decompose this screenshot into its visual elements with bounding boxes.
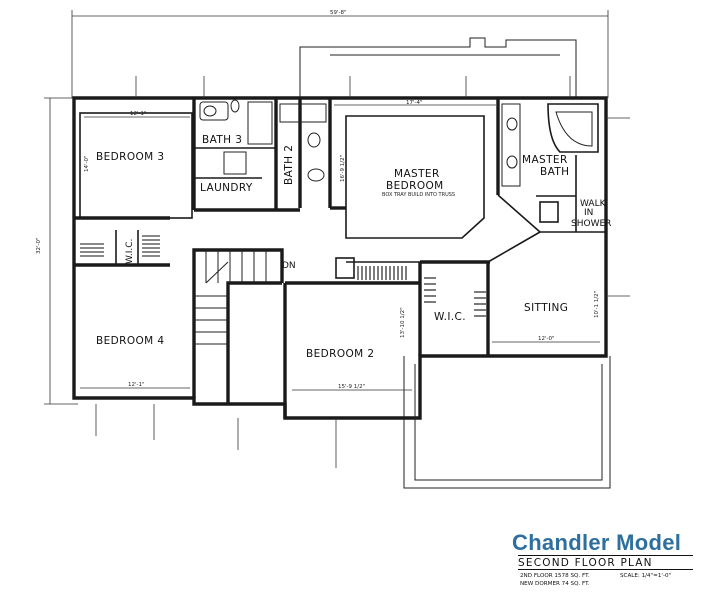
plan-subtitle: SECOND FLOOR PLAN: [518, 555, 693, 570]
overall-width-dimension: 59'-8": [71, 10, 609, 98]
roof-outline-top: [299, 37, 577, 97]
bedroom-2-depth-label: 13'-10 1/2": [400, 307, 406, 338]
sitting-depth-label: 10'-1 1/2": [594, 291, 600, 318]
wic-left-shelving: [80, 235, 160, 257]
bedroom-4-label: BEDROOM 4: [96, 335, 164, 347]
master-width-label: 17'-4": [406, 100, 423, 106]
master-depth-label: 16'-9 1/2": [340, 155, 346, 182]
laundry-label: LAUNDRY: [200, 182, 253, 194]
title-block: Chandler Model SECOND FLOOR PLAN: [512, 531, 708, 570]
model-title: Chandler Model: [512, 530, 682, 555]
bedroom-3-interior: [79, 112, 193, 219]
tray-note: BOX TRAY BUILD INTO TRUSS: [382, 192, 455, 198]
bedroom-2-width-label: 15'-9 1/2": [338, 384, 365, 390]
corner-tub: [547, 103, 599, 153]
master-tray-ceiling: [345, 115, 485, 239]
overall-depth-dimension: 32'-0": [36, 97, 78, 405]
bath-2-label: BATH 2: [283, 145, 295, 185]
master-bedroom-label-line2: BEDROOM: [386, 180, 444, 192]
lower-roof-outline: [403, 356, 611, 489]
walk-in-shower-line1: WALK: [580, 199, 607, 209]
wic-left-label: W.I.C.: [125, 239, 135, 264]
sitting-label: SITTING: [524, 302, 568, 314]
bedroom-2-label: BEDROOM 2: [306, 348, 374, 360]
master-bath-label-line2: BATH: [540, 166, 569, 178]
linen-closet: [335, 257, 355, 279]
overall-width-label: 59'-8": [330, 10, 347, 16]
bedroom-3-width-label: 12'-1": [130, 111, 147, 117]
walk-in-shower-line2: IN: [584, 208, 593, 218]
area-note-line1: 2ND FLOOR 1578 SQ. FT.: [520, 573, 590, 579]
overall-depth-label: 32'-0": [36, 237, 42, 254]
bedroom-4-width-label: 12'-1": [128, 382, 145, 388]
bedroom-3-depth-label: 14'-0": [84, 155, 90, 172]
master-bedroom-label-line1: MASTER: [394, 168, 440, 180]
stair-down-label: DN: [282, 261, 296, 271]
shower-seat: [539, 201, 559, 223]
sitting-width-label: 12'-0": [538, 336, 555, 342]
master-bath-label-line1: MASTER: [522, 154, 568, 166]
bedroom-3-label: BEDROOM 3: [96, 151, 164, 163]
window-tags: [95, 76, 630, 468]
stairway: DN: [192, 248, 296, 404]
wic-right-shelving: [424, 277, 486, 317]
bath-3-label: BATH 3: [202, 134, 242, 146]
area-note-line2: NEW DORMER 74 SQ. FT.: [520, 581, 590, 587]
walk-in-shower-line3: SHOWER: [571, 219, 611, 229]
wic-right-label: W.I.C.: [434, 311, 466, 323]
scale-note: SCALE: 1/4"=1'-0": [620, 573, 672, 579]
bedroom-2-closet-shelving: [346, 261, 420, 280]
